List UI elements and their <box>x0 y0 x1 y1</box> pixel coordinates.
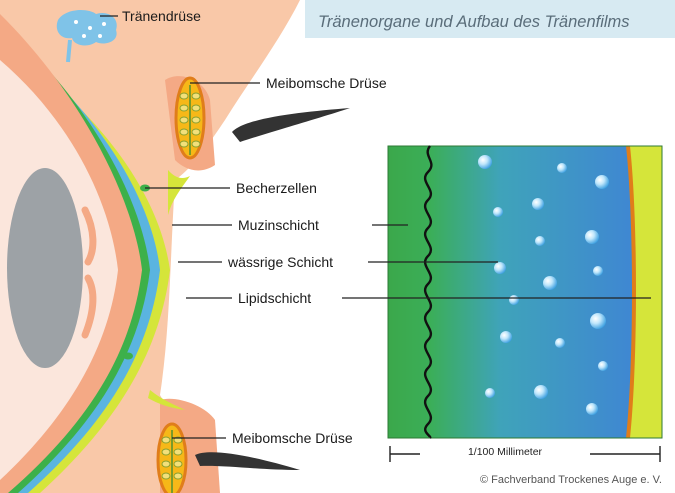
label-becherzellen: Becherzellen <box>236 180 317 196</box>
copyright: © Fachverband Trockenes Auge e. V. <box>480 474 662 486</box>
label-muzinschicht: Muzinschicht <box>238 217 319 233</box>
lens <box>7 168 83 368</box>
tear-film-magnified <box>388 146 662 438</box>
label-lipidschicht: Lipidschicht <box>238 290 311 306</box>
diagram-title: Tränenorgane und Aufbau des Tränenfilms <box>318 13 630 32</box>
label-meibom-bottom: Meibomsche Drüse <box>232 430 353 446</box>
label-meibom-top: Meibomsche Drüse <box>266 75 387 91</box>
label-traenendruese: Tränendrüse <box>122 8 201 24</box>
meibom-gland-bottom <box>158 424 186 493</box>
scale-label: 1/100 Millimeter <box>420 446 590 458</box>
meibom-gland-top <box>176 78 204 158</box>
goblet-cell <box>123 353 133 360</box>
label-waessrige-schicht: wässrige Schicht <box>228 254 333 270</box>
